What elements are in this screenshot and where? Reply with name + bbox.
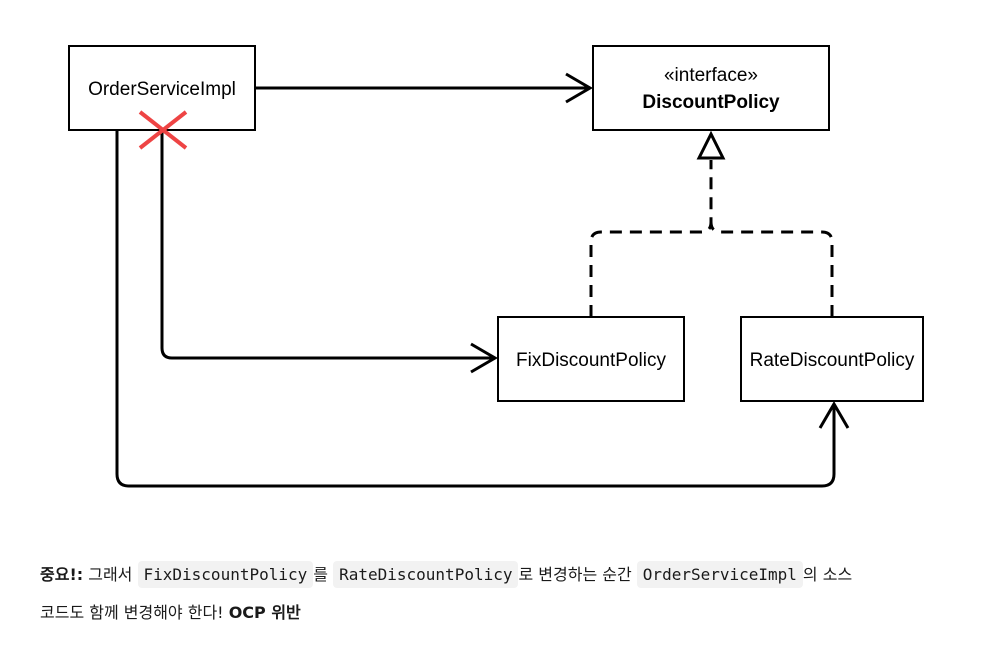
note-text-1: 그래서 [88,565,133,584]
note-text-5: 코드도 함께 변경해야 한다! [40,603,224,622]
code-rate-discount-policy: RateDiscountPolicy [333,561,519,588]
code-order-service-impl: OrderServiceImpl [636,561,803,588]
red-cross-icon [138,110,188,150]
realization-triangle-icon [696,130,726,160]
note-text-3: 로 변경하는 순간 [518,565,632,584]
ocp-violation-label: OCP 위반 [228,603,301,622]
association-arrow-to-fix-policy [160,130,498,374]
fix-discount-policy-box: FixDiscountPolicy [497,316,685,402]
class-diagram: OrderServiceImpl «interface» DiscountPol… [68,45,924,488]
important-label: 중요!: [40,565,84,584]
order-service-impl-box: OrderServiceImpl [68,45,256,131]
discount-policy-label: DiscountPolicy [642,92,780,113]
discount-policy-interface-box: «interface» DiscountPolicy [592,45,830,131]
association-arrow-to-interface [255,72,593,104]
note-text-4: 의 소스 [802,565,853,584]
note-text-2: 를 [313,565,328,584]
rate-discount-policy-label: RateDiscountPolicy [750,350,915,371]
interface-stereotype-label: «interface» [664,65,758,86]
fix-discount-policy-label: FixDiscountPolicy [516,350,666,371]
realization-arrow [589,130,834,317]
code-fix-discount-policy: FixDiscountPolicy [137,561,314,588]
order-service-impl-label: OrderServiceImpl [88,79,236,100]
association-arrow-to-rate-policy [115,130,850,488]
rate-discount-policy-box: RateDiscountPolicy [740,316,924,402]
